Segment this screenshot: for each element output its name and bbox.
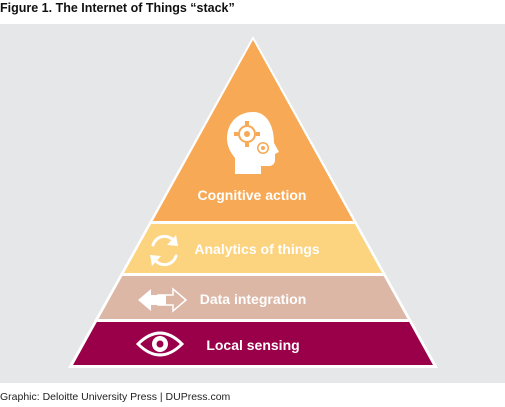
layer-label-local-sensing: Local sensing [206,337,299,353]
separator [73,221,433,224]
layer-local-sensing [73,321,433,365]
diagram-panel: Cognitive action Analytics of things Dat… [0,24,505,383]
head-gears-icon [227,112,279,174]
separator [73,273,433,276]
figure-caption: Graphic: Deloitte University Press | DUP… [0,391,231,403]
layer-label-analytics-of-things: Analytics of things [194,241,319,257]
refresh-arrows-icon [150,234,178,267]
exchange-arrows-icon [138,287,188,313]
layer-data-integration [73,275,433,321]
separator [73,319,433,322]
eye-icon [135,331,185,357]
layer-label-cognitive-action: Cognitive action [198,187,307,203]
figure-title: Figure 1. The Internet of Things “stack” [0,1,235,15]
layer-label-data-integration: Data integration [200,291,307,307]
iot-stack-pyramid: Cognitive action Analytics of things Dat… [68,36,438,368]
